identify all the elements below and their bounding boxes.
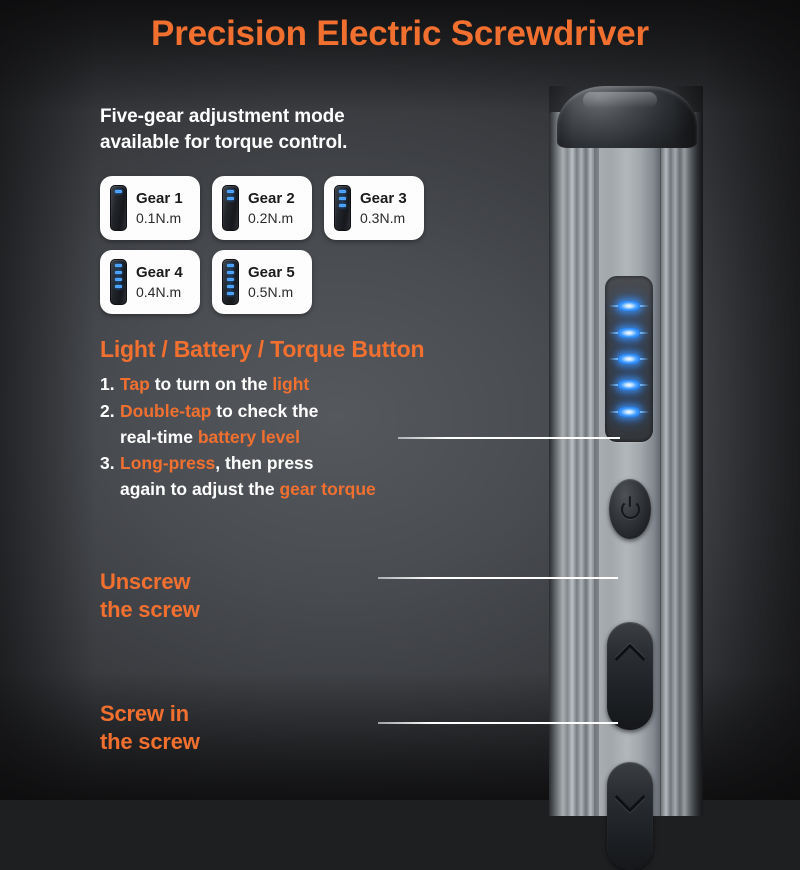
gear-text-block: Gear 3 0.3N.m (360, 191, 407, 225)
step-highlight-text: Double-tap (120, 400, 212, 421)
gear-torque-value: 0.4N.m (136, 284, 182, 301)
callout-screw-in-line-1: Screw in (100, 701, 189, 726)
gear-mini-device-icon (110, 185, 127, 232)
gear-card-row-2: Gear 4 0.4N.m Gear 5 0.5N.m (100, 250, 500, 315)
gear-torque-value: 0.3N.m (360, 210, 406, 227)
gear-led-indicator (227, 271, 234, 275)
left-content-column: Five-gear adjustment mode available for … (100, 104, 500, 503)
gear-mini-device-icon (110, 259, 127, 306)
product-led (618, 406, 640, 417)
step-plain-text: real-time (120, 426, 198, 447)
leader-line-unscrew (378, 577, 618, 579)
product-led (618, 353, 640, 364)
product-led (618, 301, 640, 312)
step-highlight-text: Tap (120, 374, 150, 395)
power-button[interactable] (609, 479, 651, 539)
gear-mini-device-icon (222, 185, 239, 232)
step-highlight-text: battery level (197, 426, 300, 447)
gear-name-label: Gear 5 (248, 264, 295, 282)
chevron-up-icon (614, 643, 646, 675)
step-highlight-text: gear torque (279, 479, 376, 500)
step-text: Long-press, then press (120, 450, 314, 476)
product-led (618, 327, 640, 338)
gear-name-label: Gear 4 (136, 264, 183, 282)
subtitle-block: Five-gear adjustment mode available for … (100, 104, 500, 156)
step-text: Tap to turn on the light (120, 371, 309, 397)
screw-in-button[interactable] (607, 762, 653, 870)
callout-unscrew: Unscrew the screw (100, 568, 200, 623)
step-number: 2. (100, 400, 115, 421)
step-highlight-text: light (272, 374, 310, 395)
gear-torque-value: 0.1N.m (136, 210, 182, 227)
gear-led-indicator (115, 264, 122, 268)
gear-led-indicator (115, 285, 122, 289)
callout-screw-in: Screw in the screw (100, 700, 200, 755)
gear-name-label: Gear 1 (136, 190, 183, 208)
subtitle-line-1: Five-gear adjustment mode (100, 106, 345, 127)
page-title: Precision Electric Screwdriver (151, 14, 649, 53)
product-screwdriver-image (549, 86, 703, 870)
product-top-cap (557, 86, 697, 148)
gear-mini-device-icon (222, 259, 239, 306)
gear-led-indicator (339, 204, 346, 208)
gear-text-block: Gear 2 0.2N.m (248, 191, 295, 225)
gear-led-indicator (227, 278, 234, 282)
instruction-step: 3.Long-press, then press (100, 450, 500, 476)
instruction-step: 2.Double-tap to check the (100, 398, 500, 424)
chevron-down-icon (614, 781, 646, 813)
gear-text-block: Gear 4 0.4N.m (136, 265, 183, 299)
leader-line-screw-in (378, 722, 618, 724)
gear-name-label: Gear 3 (360, 190, 407, 208)
gear-mini-device-icon (334, 185, 351, 232)
product-led-indicator-strip (605, 276, 653, 442)
section-heading: Light / Battery / Torque Button (100, 336, 425, 363)
callout-screw-in-line-2: the screw (100, 728, 200, 754)
gear-led-indicator (339, 190, 346, 194)
gear-torque-value: 0.5N.m (248, 284, 294, 301)
gear-led-indicator (227, 197, 234, 201)
callout-unscrew-line-2: the screw (100, 596, 200, 622)
gear-led-indicator (227, 190, 234, 194)
gear-led-indicator (227, 292, 234, 296)
gear-name-label: Gear 2 (248, 190, 295, 208)
gear-card: Gear 2 0.2N.m (212, 176, 312, 241)
instruction-step: 1.Tap to turn on the light (100, 371, 500, 397)
gear-text-block: Gear 5 0.5N.m (248, 265, 295, 299)
gear-led-indicator (227, 264, 234, 268)
step-text: Double-tap to check the (120, 398, 318, 424)
step-plain-text: again to adjust the (120, 479, 280, 500)
step-plain-text: , then press (215, 453, 314, 474)
gear-led-indicator (115, 278, 122, 282)
step-text-continuation: again to adjust the gear torque (100, 476, 500, 502)
gear-card: Gear 1 0.1N.m (100, 176, 200, 241)
gear-card: Gear 5 0.5N.m (212, 250, 312, 315)
subtitle-line-2: available for torque control. (100, 132, 348, 154)
step-number: 1. (100, 374, 115, 395)
callout-unscrew-line-1: Unscrew (100, 569, 191, 594)
gear-torque-value: 0.2N.m (248, 210, 294, 227)
gear-led-indicator (115, 190, 122, 194)
step-text-continuation: real-time battery level (100, 424, 500, 450)
gear-text-block: Gear 1 0.1N.m (136, 191, 183, 225)
step-plain-text: to turn on the (149, 374, 273, 395)
gear-led-indicator (227, 285, 234, 289)
step-highlight-text: Long-press (120, 453, 216, 474)
power-icon (620, 499, 640, 519)
leader-line-power-button (398, 437, 620, 439)
step-plain-text: to check the (211, 400, 319, 421)
gear-led-indicator (115, 271, 122, 275)
product-led (618, 380, 640, 391)
step-number: 3. (100, 453, 115, 474)
gear-card: Gear 4 0.4N.m (100, 250, 200, 315)
unscrew-button[interactable] (607, 622, 653, 730)
gear-led-indicator (339, 197, 346, 201)
gear-card-row-1: Gear 1 0.1N.m Gear 2 0.2N.m Gear 3 0.3N.m (100, 176, 500, 241)
product-cap-highlight (583, 92, 657, 108)
gear-card: Gear 3 0.3N.m (324, 176, 424, 241)
